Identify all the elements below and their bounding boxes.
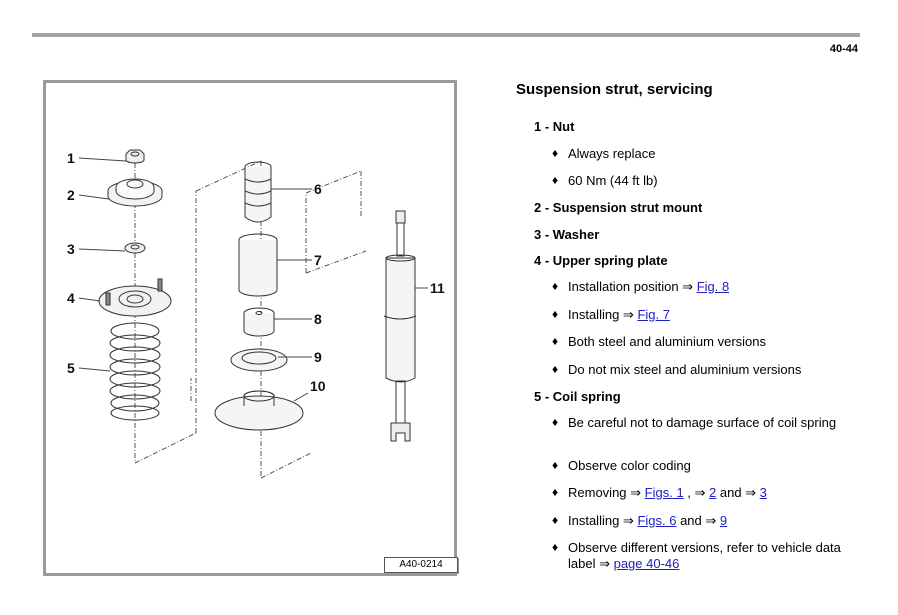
bullet-removing: ♦ Removing ⇒ Figs. 1 , ⇒ 2 and ⇒ 3 [552,485,767,500]
strut-diagram-svg: 1 2 3 4 5 6 7 8 9 10 11 [67,149,445,479]
item-4-upper-spring-plate: 4 - Upper spring plate [534,253,668,268]
callout-9: 9 [314,349,322,365]
diamond-bullet-icon: ♦ [552,415,559,429]
part-8-cap [243,307,275,337]
link-figs-6[interactable]: Figs. 6 [637,513,677,528]
page-number: 40-44 [829,43,858,55]
bullet-be-careful: ♦ Be careful not to damage surface of co… [552,415,837,430]
diamond-bullet-icon: ♦ [552,334,559,348]
link-fig-9[interactable]: 9 [719,513,728,528]
exploded-diagram: 1 2 3 4 5 6 7 8 9 10 11 A40-0214 [43,80,458,576]
callout-1: 1 [67,150,75,166]
part-1-nut [125,149,145,164]
callout-2: 2 [67,187,75,203]
item-3-washer: 3 - Washer [534,227,600,242]
diamond-bullet-icon: ♦ [552,146,559,160]
diamond-bullet-icon: ♦ [552,540,559,554]
diamond-bullet-icon: ♦ [552,513,559,527]
callout-8: 8 [314,311,322,327]
callout-11: 11 [430,280,445,296]
item-1-nut: 1 - Nut [534,119,575,134]
bullet-always-replace: ♦ Always replace [552,146,656,161]
link-fig-3[interactable]: 3 [759,485,767,500]
bullet-both-versions: ♦ Both steel and aluminium versions [552,334,766,349]
link-fig-8[interactable]: Fig. 8 [696,279,730,294]
diamond-bullet-icon: ♦ [552,362,559,376]
part-2-strut-mount [107,178,163,207]
part-9-spring-seat [230,348,288,372]
leader-lines [78,157,428,402]
page-title: Suspension strut, servicing [516,81,713,98]
item-5-coil-spring: 5 - Coil spring [534,389,621,404]
callout-6: 6 [314,181,322,197]
bullet-installation-position: ♦ Installation position ⇒ Fig. 8 [552,279,730,294]
part-6-bump-stop [244,161,272,223]
callout-4: 4 [67,290,75,306]
figure-label: A40-0214 [384,557,458,573]
callout-10: 10 [310,378,326,394]
diamond-bullet-icon: ♦ [552,307,559,321]
part-10-lower-spring-plate [214,390,304,431]
bullet-installing-spring: ♦ Installing ⇒ Figs. 6 and ⇒ 9 [552,513,728,528]
part-7-sleeve [238,233,278,297]
part-5-coil-spring [109,322,161,421]
diamond-bullet-icon: ♦ [552,485,559,499]
bullet-do-not-mix: ♦ Do not mix steel and aluminium version… [552,362,802,377]
part-4-upper-spring-plate [98,278,172,317]
item-2-strut-mount: 2 - Suspension strut mount [534,200,703,215]
diamond-bullet-icon: ♦ [552,173,559,187]
callout-7: 7 [314,252,322,268]
top-rule [32,33,860,37]
bullet-torque: ♦ 60 Nm (44 ft lb) [552,173,658,188]
link-page-40-46[interactable]: page 40-46 [613,556,680,571]
diamond-bullet-icon: ♦ [552,458,559,472]
bullet-installing-plate: ♦ Installing ⇒ Fig. 7 [552,307,670,322]
bullet-color-coding: ♦ Observe color coding [552,458,691,473]
bullet-different-versions: ♦ Observe different versions, refer to v… [552,540,841,571]
part-3-washer [124,242,146,254]
link-fig-2[interactable]: 2 [709,485,717,500]
link-fig-7[interactable]: Fig. 7 [637,307,670,322]
callout-5: 5 [67,360,75,376]
diamond-bullet-icon: ♦ [552,279,559,293]
part-11-shock-absorber [383,210,417,442]
callout-3: 3 [67,241,75,257]
link-figs-1[interactable]: Figs. 1 [644,485,684,500]
